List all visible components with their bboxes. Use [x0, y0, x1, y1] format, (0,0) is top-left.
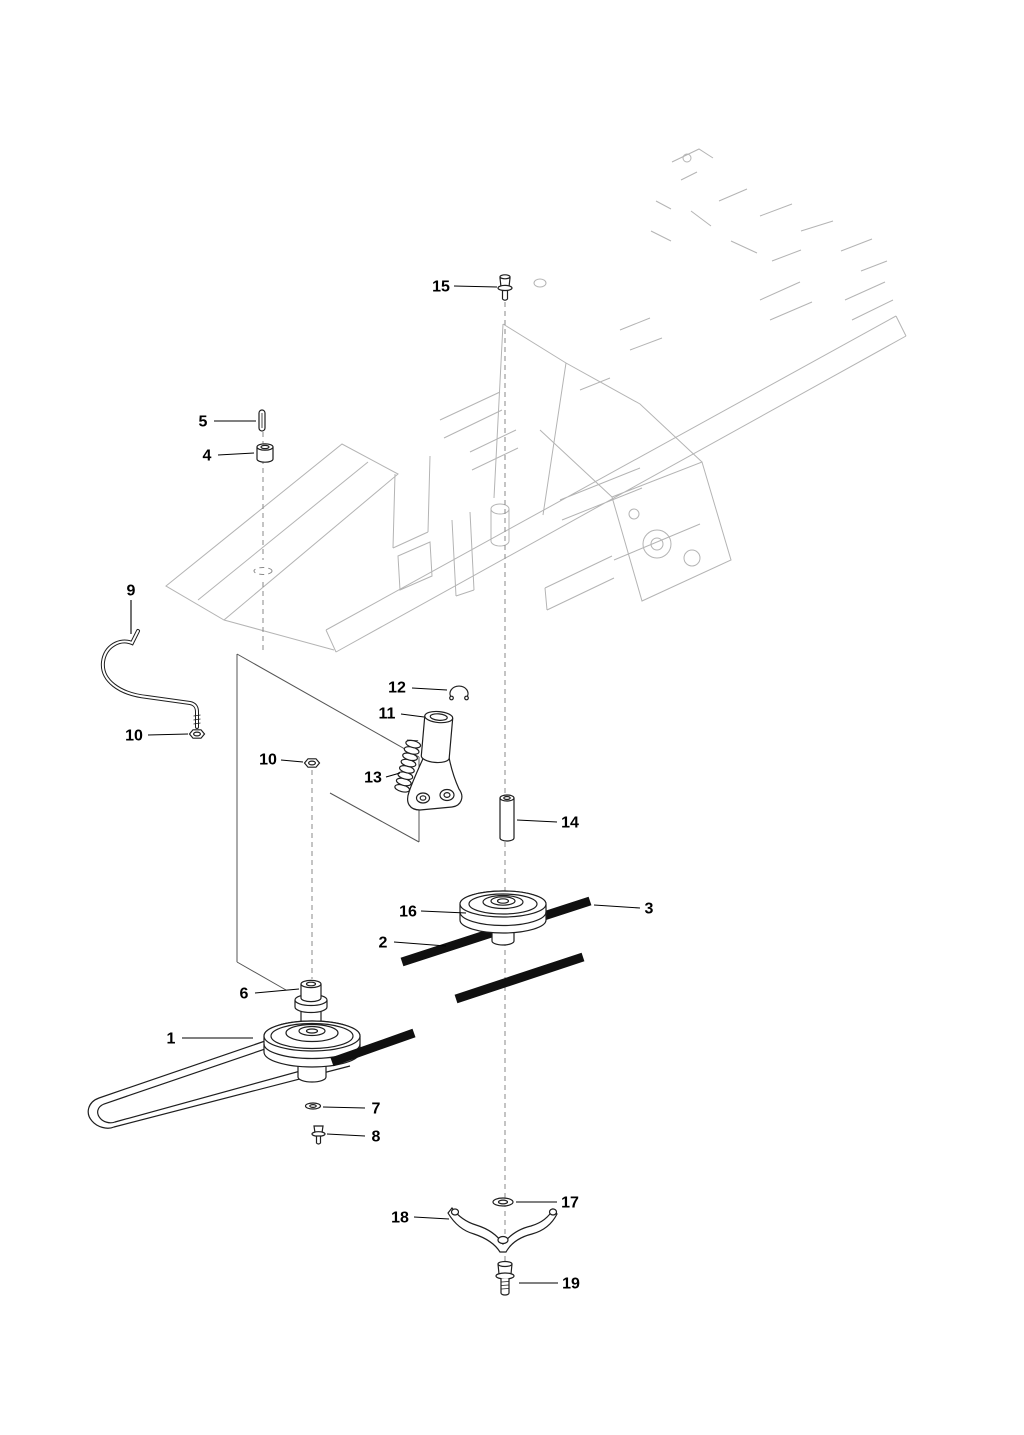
belt-segment-lower-left: [330, 1028, 416, 1067]
part-9-rod: [100, 629, 201, 729]
callout-6: 6: [240, 986, 249, 1003]
part-12-retaining-ring: [449, 685, 469, 701]
callout-5: 5: [199, 414, 208, 431]
chassis-sketch: [165, 148, 907, 653]
callout-18: 18: [391, 1210, 409, 1227]
callout-10: 10: [259, 752, 277, 769]
parts-layer: [87, 274, 592, 1296]
callout-16: 16: [399, 904, 417, 921]
part-8-screw: [311, 1125, 326, 1145]
part-4-bushing: [256, 443, 274, 463]
leader-line-2: [393, 941, 447, 947]
callout-9: 9: [127, 583, 136, 600]
leader-line-3: [593, 904, 641, 909]
callout-11: 11: [379, 706, 396, 723]
part-11-sleeve: [420, 710, 454, 764]
leader-line-8: [326, 1133, 366, 1137]
part-17-washer: [492, 1197, 514, 1207]
part-1-belt: [87, 1039, 351, 1129]
callout-10: 10: [125, 728, 143, 745]
leader-line-12: [411, 687, 448, 691]
part-5-pin: [258, 409, 266, 432]
leader-line-4: [217, 452, 255, 456]
part-19-bolt: [495, 1260, 515, 1296]
leader-line-10: [147, 733, 189, 736]
part-15-screw: [497, 274, 513, 301]
assembly-axis-lines: [253, 302, 506, 1262]
leader-line-6: [254, 988, 300, 994]
part-10-nut-right: [303, 758, 321, 768]
leader-line-10: [280, 759, 304, 763]
part-16-idler-pulley: [459, 890, 547, 946]
callout-13: 13: [364, 770, 382, 787]
callout-1: 1: [167, 1031, 176, 1048]
leader-line-14: [516, 819, 558, 823]
leader-line-16: [420, 910, 467, 914]
part-18-bracket: [447, 1207, 558, 1253]
callout-14: 14: [561, 815, 579, 832]
leader-line-15: [453, 285, 498, 288]
callout-19: 19: [562, 1276, 580, 1293]
leader-line-13: [385, 772, 401, 778]
callout-7: 7: [372, 1101, 381, 1118]
part-10-nut-left: [188, 729, 206, 739]
callout-3: 3: [645, 901, 654, 918]
part-idler-arm: [407, 749, 463, 811]
leader-line-7: [322, 1106, 366, 1109]
callout-17: 17: [561, 1195, 579, 1212]
callout-2: 2: [379, 935, 388, 952]
part-spindle-pulley: [263, 1020, 361, 1083]
belt-segment-lower-right: [454, 952, 585, 1004]
leader-line-18: [413, 1216, 450, 1220]
leader-line-11: [400, 713, 425, 718]
callout-4: 4: [203, 448, 212, 465]
part-7-washer: [304, 1102, 322, 1110]
callout-15: 15: [432, 279, 450, 296]
callout-12: 12: [388, 680, 406, 697]
part-14-spacer: [499, 794, 515, 842]
part-13-spring: [394, 739, 422, 793]
deck-panel-lines: [236, 653, 420, 991]
callout-8: 8: [372, 1129, 381, 1146]
